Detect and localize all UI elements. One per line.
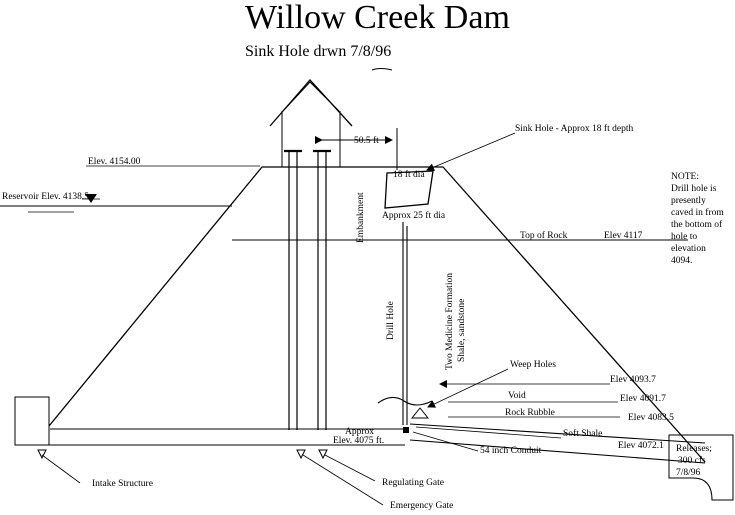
- dam-embankment-outline: [48, 166, 706, 463]
- void-cavity: [377, 396, 433, 406]
- conduit-leader: [412, 431, 479, 452]
- water-level-triangle-icon: [82, 194, 100, 203]
- regulating-gate-leader: [324, 454, 376, 482]
- void-label: Void: [508, 391, 526, 401]
- diagram-title: Willow Creek Dam: [245, 0, 510, 36]
- sinkhole-crater: [384, 170, 434, 209]
- intake-structure: [14, 396, 50, 446]
- regulating-gate-label: Regulating Gate: [382, 478, 444, 488]
- weep-holes-label: Weep Holes: [510, 360, 556, 370]
- intake-pointer-icon: [37, 449, 47, 460]
- elevation-4083-label: Elev 4083.5: [628, 413, 674, 423]
- intake-leader: [41, 454, 81, 484]
- tower-shafts: [284, 149, 331, 430]
- weep-holes-leader: [427, 368, 509, 408]
- intake-structure-label: Intake Structure: [92, 479, 153, 489]
- approx-elevation-label: Elev. 4075 ft.: [333, 435, 384, 446]
- emergency-gate-pointer-icon: [318, 449, 328, 460]
- sinkhole-top-diameter-label: 18 ft dia: [393, 169, 425, 180]
- sinkhole-label: Sink Hole - Approx 18 ft depth: [515, 123, 633, 134]
- gate-tower-house: [269, 79, 353, 167]
- top-of-rock-label: Top of Rock: [520, 230, 568, 241]
- formation-rock-type-label: Shale, sandstone: [457, 299, 467, 362]
- soft-shale-label: Soft Shale: [563, 428, 602, 439]
- rock-rubble-label: Rock Rubble: [505, 408, 555, 418]
- drill-hole-note: NOTE: Drill hole is presently caved in f…: [671, 172, 726, 266]
- sinkhole-leader: [426, 132, 516, 171]
- elevation-4093-label: Elev 4093.7: [610, 375, 656, 385]
- drill-hole: [402, 222, 408, 425]
- soft-shale-leader: [415, 426, 562, 439]
- conduit-label: 54 inch Conduit: [480, 446, 542, 456]
- releases-outlet-box: [668, 434, 734, 501]
- drill-hole-label: Drill Hole: [386, 301, 396, 340]
- crest-elevation-label: Elev. 4154.00: [88, 157, 141, 167]
- formation-label: Two Medicine Formation: [445, 273, 455, 370]
- dimension-50-5-ft: 50.5 ft: [315, 128, 398, 170]
- elevation-4072-label: Elev 4072.1: [618, 441, 664, 451]
- reservoir-elevation-label: Reservoir Elev. 4138.5: [2, 192, 89, 202]
- title-scribble: [371, 68, 393, 71]
- elevation-4091-label: Elev 4091.7: [620, 394, 666, 404]
- embankment-label: Embankment: [356, 192, 366, 243]
- emergency-gate-leader: [302, 454, 384, 506]
- diagram-subtitle: Sink Hole drwn 7/8/96: [245, 43, 391, 60]
- regulating-gate-pointer-icon: [296, 449, 306, 460]
- dimension-label: 50.5 ft: [354, 135, 379, 146]
- emergency-gate-label: Emergency Gate: [390, 501, 453, 511]
- outlet-conduit: [50, 423, 706, 464]
- bottom-diameter-label: Approx 25 ft dia: [382, 210, 446, 221]
- weep-hole-triangle-icon: [410, 407, 430, 419]
- approx-label: Approx: [345, 427, 374, 437]
- top-of-rock-elevation-label: Elev 4117: [604, 231, 643, 241]
- releases-text: Releases; 300 cfs 7/8/96: [676, 444, 714, 478]
